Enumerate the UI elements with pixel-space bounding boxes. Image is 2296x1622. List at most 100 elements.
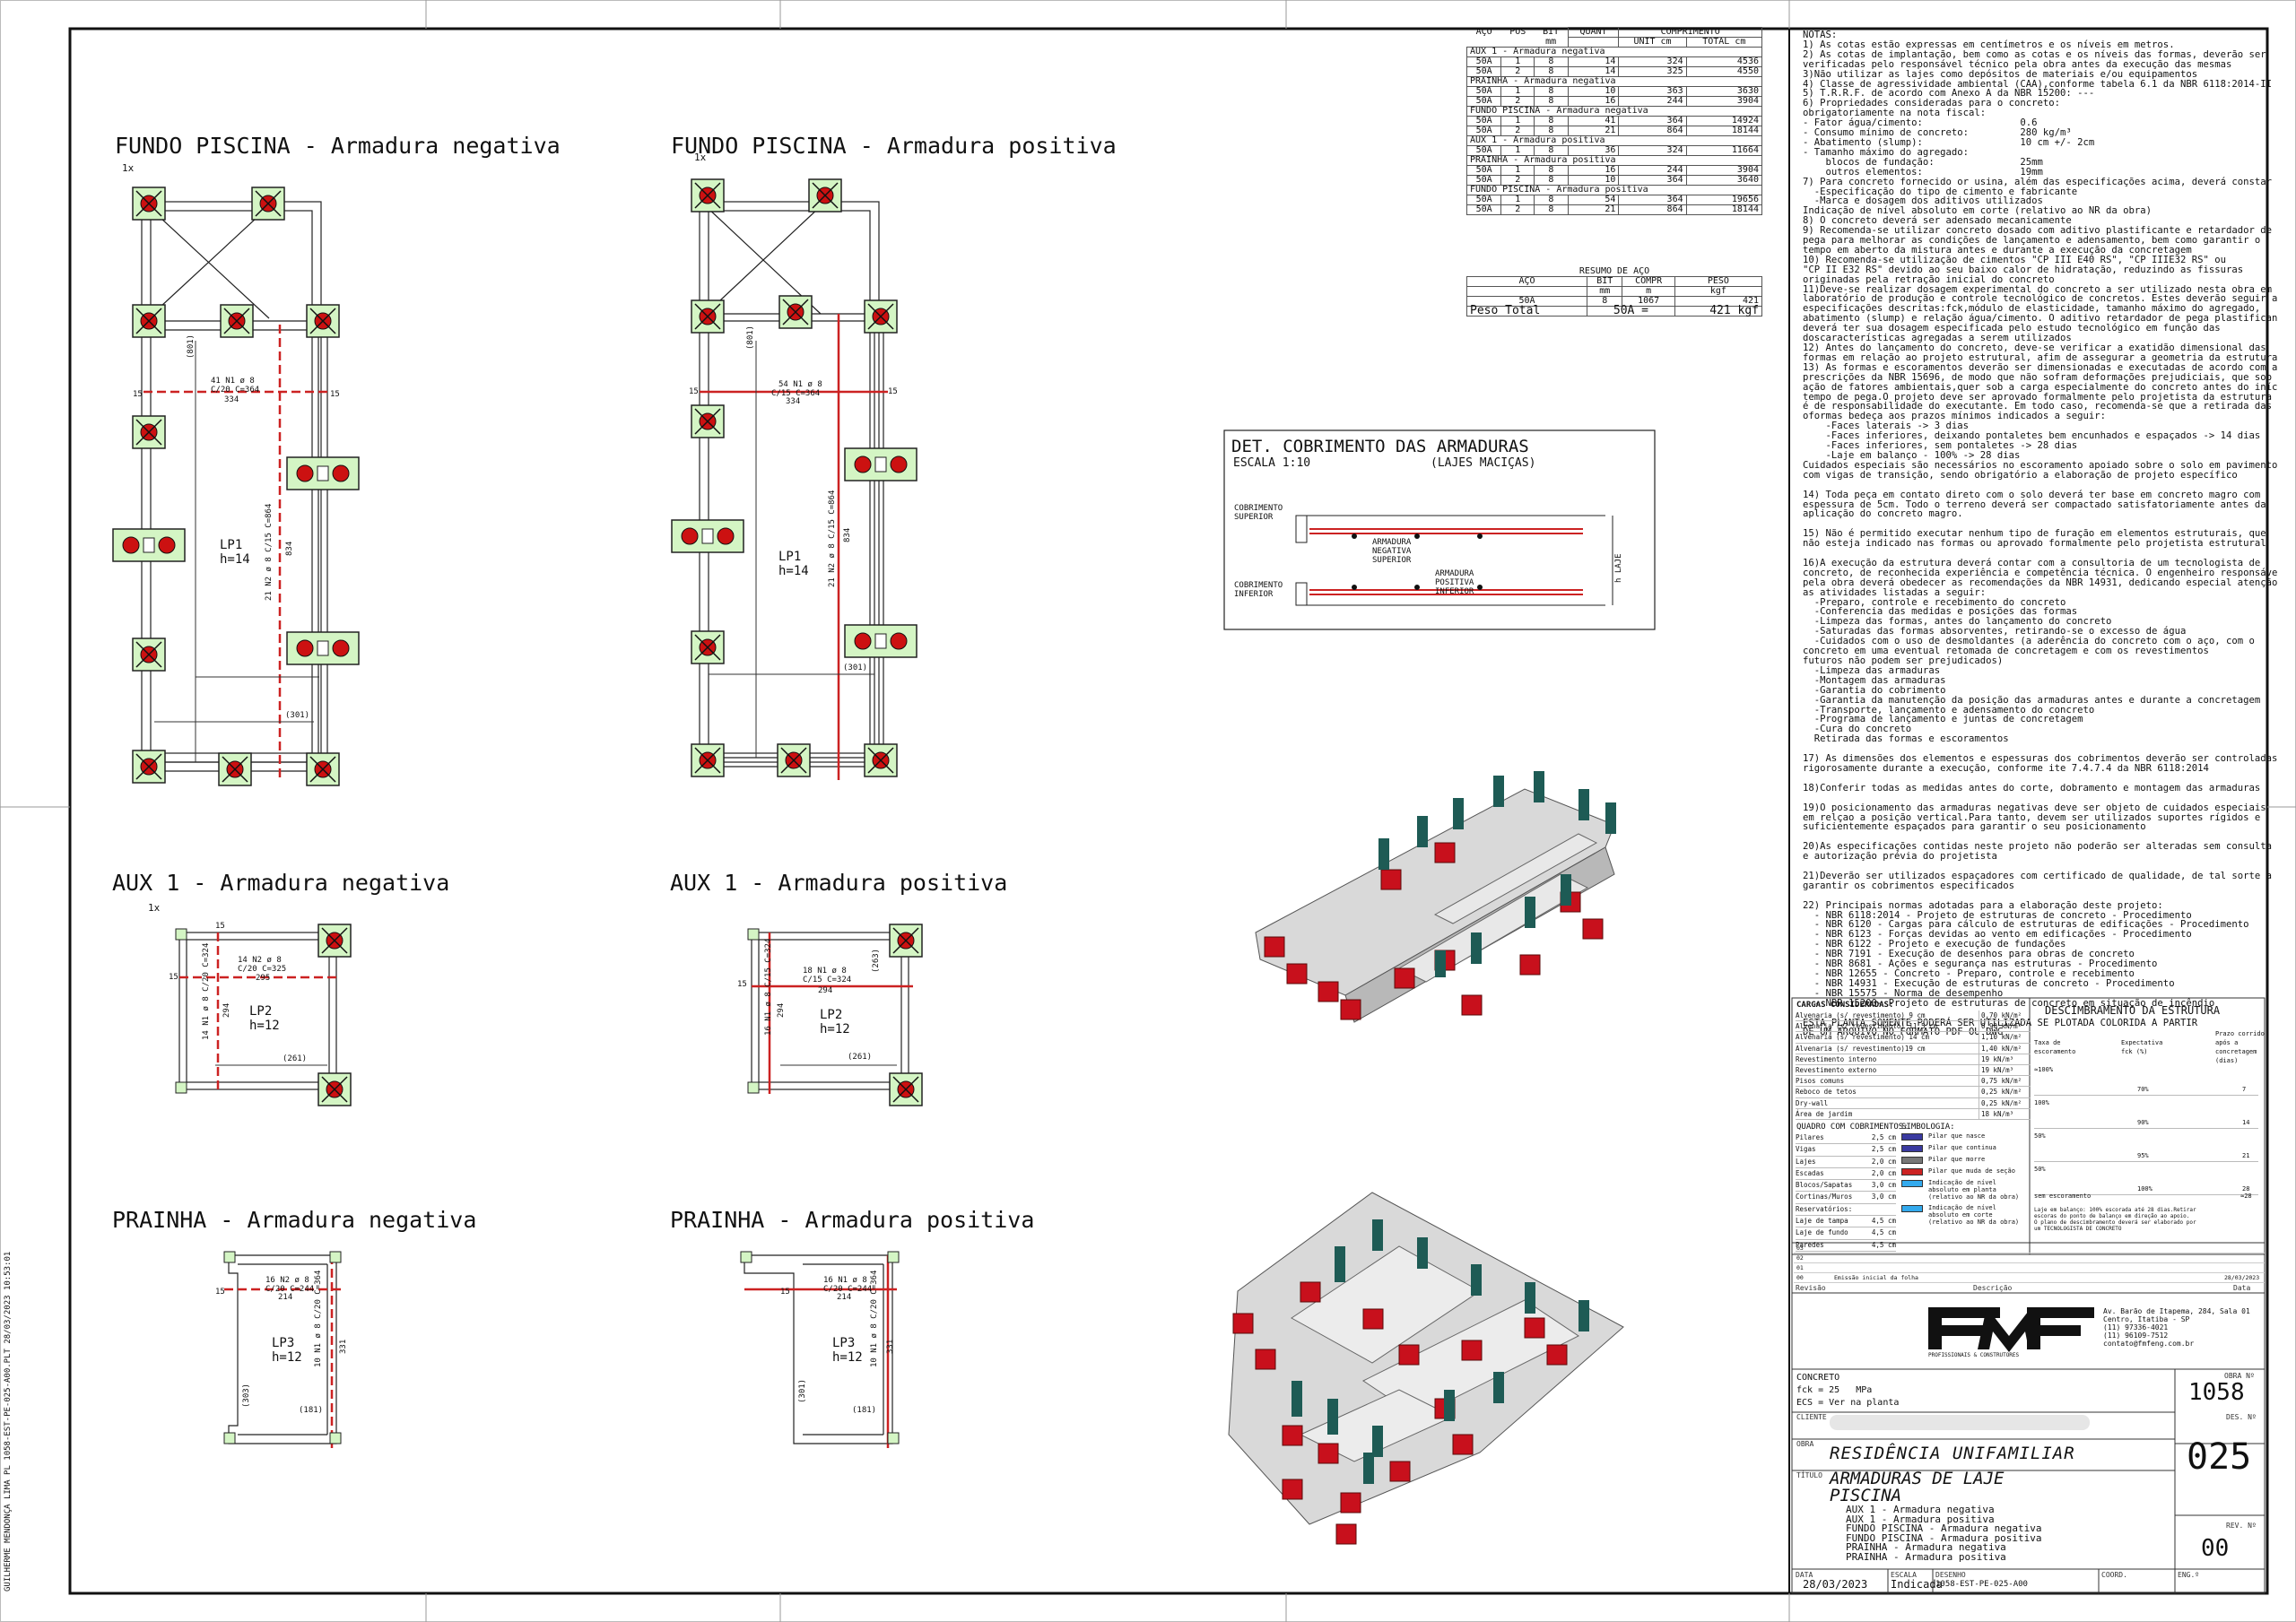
rebar-annotation: 331 xyxy=(339,1339,348,1354)
steel-cell: 8 xyxy=(1534,66,1569,77)
steel-cell: 11664 xyxy=(1685,145,1763,156)
revision-number: 01 xyxy=(1796,1264,1804,1271)
steel-group-row: FUNDO PISCINA - Armadura positiva xyxy=(1466,185,1762,195)
steel-cell: 1 xyxy=(1500,116,1535,126)
rebar-annotation: 295 xyxy=(256,974,271,983)
slab-thickness: h=12 xyxy=(249,1019,280,1033)
steel-cell: 363 xyxy=(1618,86,1687,97)
steel-cell: 8 xyxy=(1534,165,1569,176)
steel-cell: 1 xyxy=(1500,145,1535,156)
steel-cell: 8 xyxy=(1534,175,1569,186)
revision-number: 00 xyxy=(2201,1535,2230,1562)
shoring-fck: 70% xyxy=(2137,1086,2149,1093)
drawing-title-prainha-neg: PRAINHA - Armadura negativa xyxy=(112,1207,477,1233)
rev-header: Descrição xyxy=(1973,1284,2013,1292)
load-name: Alvenaria (s/ revestimento)19 cm xyxy=(1796,1044,1926,1053)
steel-cell: 325 xyxy=(1618,66,1687,77)
load-name: Revestimento interno xyxy=(1796,1054,1877,1063)
multiplier-fundo-neg: 1x xyxy=(122,162,135,174)
dimension-label: (261) xyxy=(283,1054,308,1063)
steel-cell: 21 xyxy=(1567,204,1620,215)
revision-row: 01 xyxy=(1794,1263,2265,1273)
slab-label: LP3 xyxy=(272,1336,295,1350)
steel-cell: 244 xyxy=(1618,165,1687,176)
load-row: Alvenaria (s/ revestimento) 9 cm 0,70 kN/… xyxy=(1796,1010,2031,1022)
summary-total-label: Peso Total xyxy=(1465,305,1588,317)
rebar-annotation: 41 N1 ø 8 xyxy=(211,377,255,386)
summary-title: RESUMO DE AÇO xyxy=(1466,267,1762,277)
load-value: 0,70 kN/m² xyxy=(1979,1010,2031,1021)
rebar-annotation: 10 N1 ø 8 C/20 C=364 xyxy=(870,1270,879,1367)
symbol-row: Pilar que continua xyxy=(1901,1144,2027,1152)
load-value: 1,40 kN/m² xyxy=(1979,1043,2031,1054)
rebar-annotation: 21 N2 ø 8 C/15 C=864 xyxy=(265,503,274,601)
plan-prainha-negativa xyxy=(223,1251,345,1448)
plan-fundo-negativa xyxy=(112,186,360,786)
steel-header: AÇO xyxy=(1475,27,1492,37)
load-name: Alvenaria (s/ revestimento) 11,5 cm xyxy=(1796,1022,1938,1031)
steel-cell: 3904 xyxy=(1685,165,1763,176)
shoring-rate: ≈100% xyxy=(2034,1066,2054,1073)
cover-element: Laje de tampa xyxy=(1796,1217,1848,1226)
plan-aux-negativa xyxy=(175,924,352,1106)
steel-cell: 14 xyxy=(1567,66,1620,77)
slab-thickness: h=14 xyxy=(220,552,250,567)
cover-value: 3,0 cm xyxy=(1871,1181,1896,1190)
multiplier-aux-neg: 1x xyxy=(148,902,161,914)
load-name: Alvenaria (s/ revestimento) 9 cm xyxy=(1796,1011,1926,1019)
symbol-row: Pilar que muda de seção xyxy=(1901,1167,2027,1175)
steel-group-name: FUNDO PISCINA - Armadura negativa xyxy=(1466,106,1762,117)
dimension-label: (301) xyxy=(798,1378,807,1403)
obra-number-label: OBRA Nº xyxy=(2224,1372,2255,1380)
symbol-row: Indicação de nível absoluto em corte (re… xyxy=(1901,1204,2027,1226)
steel-header: BIT xyxy=(1543,27,1560,37)
load-name: Pisos comuns xyxy=(1796,1077,1845,1086)
symbol-row: Pilar que morre xyxy=(1901,1156,2027,1164)
steel-cell: 8 xyxy=(1534,145,1569,156)
cover-value: 4,5 cm xyxy=(1871,1217,1896,1226)
steel-header: POS xyxy=(1509,27,1526,37)
concrete-fck: fck = 25 MPa xyxy=(1796,1385,1873,1395)
steel-group-row: FUNDO PISCINA - Armadura negativa xyxy=(1466,106,1762,117)
slab-thickness: h=12 xyxy=(820,1022,850,1037)
symbol-swatch xyxy=(1901,1180,1923,1187)
steel-cell: 18144 xyxy=(1685,204,1763,215)
concrete-label: CONCRETO xyxy=(1796,1373,1840,1383)
steel-cell: 16 xyxy=(1567,96,1620,107)
steel-cell: 3640 xyxy=(1685,175,1763,186)
rebar-annotation: 10 N1 ø 8 C/20 C=364 xyxy=(314,1270,323,1367)
cover-detail-subtitle: (LAJES MACIÇAS) xyxy=(1431,456,1536,470)
engineer-label: ENG.º xyxy=(2178,1571,2200,1579)
rebar-annotation: 16 N1 ø 8 xyxy=(823,1276,867,1285)
steel-cell: 14 xyxy=(1567,56,1620,67)
steel-cell: 8 xyxy=(1534,56,1569,67)
dimension-label: 15 xyxy=(689,387,699,396)
sheet-content-item: PRAINHA - Armadura negativa xyxy=(1846,1541,2006,1553)
shoring-rate: 50% xyxy=(2034,1132,2046,1140)
steel-cell: 41 xyxy=(1567,116,1620,126)
shoring-row: 50%100%28 xyxy=(2034,1162,2258,1195)
plan-aux-positiva xyxy=(747,924,923,1106)
dimension-label: 15 xyxy=(169,973,178,982)
summary-header: COMPR xyxy=(1622,276,1675,287)
slab-thickness: h=12 xyxy=(272,1350,302,1365)
work-name: RESIDÊNCIA UNIFAMILIAR xyxy=(1830,1444,2075,1463)
dimension-label: (801) xyxy=(187,334,196,359)
slab-thickness: h=12 xyxy=(832,1350,863,1365)
drawing-code: 1058-EST-PE-025-A00 xyxy=(1935,1580,2028,1589)
steel-cell: 8 xyxy=(1534,116,1569,126)
steel-cell: 3630 xyxy=(1685,86,1763,97)
steel-subheader: mm xyxy=(1545,36,1557,47)
steel-cell: 50A xyxy=(1465,204,1502,215)
steel-cell: 14924 xyxy=(1685,116,1763,126)
shoring-col-header: Taxa de escoramento xyxy=(2034,1039,2076,1055)
cover-element: Cortinas/Muros xyxy=(1796,1193,1853,1201)
slab-label: LP2 xyxy=(820,1008,843,1022)
